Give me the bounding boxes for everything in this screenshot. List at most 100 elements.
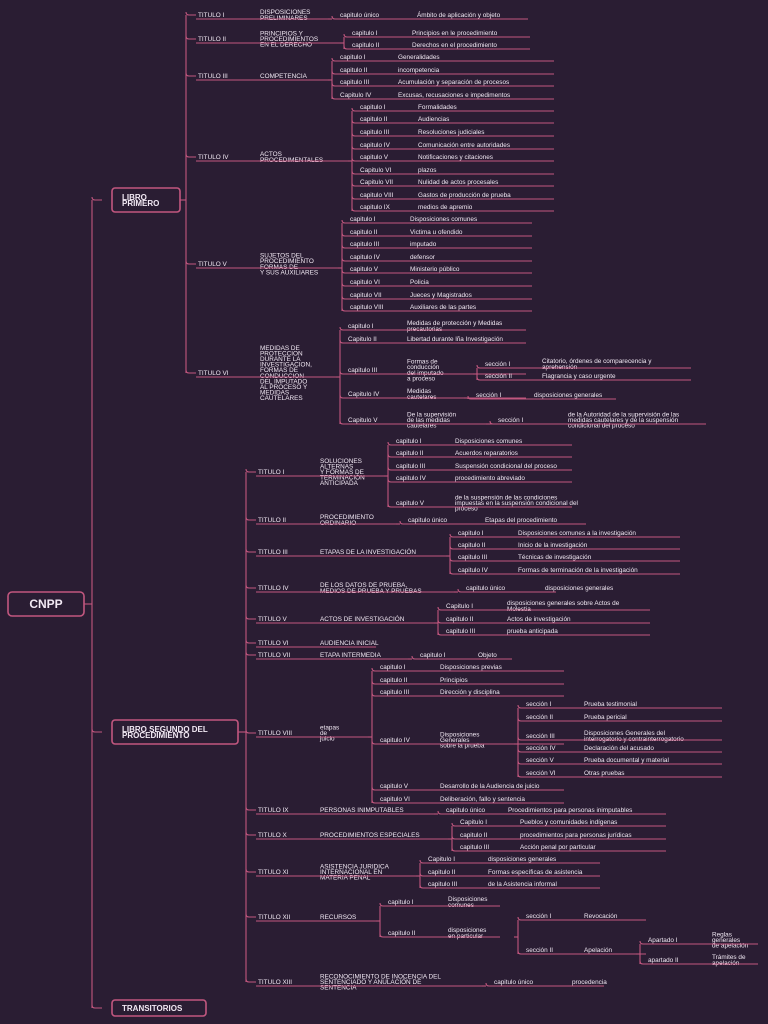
capitulo-text-1-9-0: Pueblos y comunidades indígenas xyxy=(520,819,617,826)
titulo-1-0-connector-branch-4 xyxy=(387,503,398,508)
seccion-text-0-5-2-1: Flagrancia y caso urgente xyxy=(542,373,616,380)
titulo-1-4-connector-branch-0 xyxy=(437,606,448,611)
capitulo-text-1-12-0: procedencia xyxy=(572,979,607,986)
capitulo-1-7-3-connector-branch-1 xyxy=(517,717,528,722)
capitulo-label-0-5-3: Capitulo IV xyxy=(348,391,380,398)
libro-0-connector-branch-1 xyxy=(185,35,196,40)
capitulo-label-0-4-2: capitulo III xyxy=(350,241,379,248)
capitulo-label-1-7-1: capitulo II xyxy=(380,677,408,684)
seccion-label-1-7-3-2: sección III xyxy=(526,733,555,740)
titulo-1-7-connector-branch-2 xyxy=(371,692,382,697)
titulo-label-0-2: TITULO III xyxy=(198,73,228,80)
capitulo-text-0-0-0: Ámbito de aplicación y objeto xyxy=(417,10,501,19)
capitulo-1-11-1-connector-branch-1 xyxy=(517,950,528,955)
titulo-0-1-connector-branch-0 xyxy=(343,33,354,38)
titulo-label-1-4: TITULO V xyxy=(258,616,287,623)
titulo-label-1-3: TITULO IV xyxy=(258,585,289,592)
titulo-1-10-connector-branch-0 xyxy=(419,859,430,864)
capitulo-label-0-3-4: capitulo V xyxy=(360,154,389,161)
capitulo-text-0-3-1: Audiencias xyxy=(418,116,449,123)
seccion-text-0-5-4-0: de la Autoridad de la supervisión de las… xyxy=(568,411,679,429)
titulo-0-5-connector-branch-4 xyxy=(339,420,350,425)
capitulo-label-1-2-0: capitulo I xyxy=(458,530,484,537)
titulo-1-0-connector-branch-0 xyxy=(387,441,398,446)
titulo-0-4-connector-branch-7 xyxy=(341,307,352,312)
capitulo-text-0-3-2: Resoluciones judiciales xyxy=(418,129,484,136)
titulo-label-1-9: TITULO X xyxy=(258,832,287,839)
capitulo-label-0-4-7: capitulo VIII xyxy=(350,304,384,311)
capitulo-1-7-3-connector-branch-5 xyxy=(517,773,528,778)
titulo-0-4-connector-branch-2 xyxy=(341,244,352,249)
apartado-label-1-11-1-1-0: Apartado I xyxy=(648,937,678,944)
capitulo-label-0-4-5: capitulo VI xyxy=(350,279,380,286)
capitulo-label-1-2-1: capitulo II xyxy=(458,542,486,549)
libro-2-box[interactable] xyxy=(111,999,207,1017)
libro-0-connector-branch-5 xyxy=(185,369,196,374)
capitulo-text-1-8-0: Procedimientos para personas inimputable… xyxy=(508,807,632,814)
capitulo-text-0-3-4: Notificaciones y citaciones xyxy=(418,154,493,161)
seccion-text-1-11-1-0: Revocación xyxy=(584,913,618,920)
titulo-name-1-3: DE LOS DATOS DE PRUEBA,MEDIOS DE PRUEBA … xyxy=(320,582,422,595)
libro-0-box[interactable] xyxy=(111,187,181,213)
capitulo-text-0-2-0: Generalidades xyxy=(398,54,440,61)
libro-1-box[interactable] xyxy=(111,719,239,745)
capitulo-label-0-5-1: Capitulo II xyxy=(348,336,377,343)
titulo-0-5-connector-branch-3 xyxy=(339,394,350,399)
capitulo-1-7-3-connector-branch-3 xyxy=(517,748,528,753)
capitulo-text-0-3-3: Comunicación entre autoridades xyxy=(418,142,510,149)
titulo-name-1-6: ETAPA INTERMEDIA xyxy=(320,652,382,659)
seccion-label-0-5-2-1: sección II xyxy=(485,373,512,380)
titulo-0-3-connector-branch-1 xyxy=(351,119,362,124)
libro-1-connector-branch-0 xyxy=(245,468,256,473)
capitulo-label-1-4-0: Capitulo I xyxy=(446,603,473,610)
seccion-label-0-5-3-0: sección I xyxy=(476,392,501,399)
capitulo-0-5-2-connector-branch-1 xyxy=(476,376,487,381)
seccion-text-1-7-3-3: Declaración del acusado xyxy=(584,745,654,752)
titulo-1-7-connector-branch-3 xyxy=(371,740,382,745)
titulo-label-0-3: TITULO IV xyxy=(198,154,229,161)
capitulo-label-0-4-6: capitulo VII xyxy=(350,292,382,299)
seccion-text-1-11-1-1: Apelación xyxy=(584,947,613,954)
capitulo-text-1-1-0: Etapas del procedimiento xyxy=(485,517,558,524)
capitulo-label-1-10-1: capitulo II xyxy=(428,869,456,876)
capitulo-text-1-7-1: Principios xyxy=(440,677,468,684)
capitulo-label-0-1-1: capitulo II xyxy=(352,42,380,49)
capitulo-text-0-4-1: Victima u ofendido xyxy=(410,229,463,236)
libro-1-connector-branch-9 xyxy=(245,831,256,836)
capitulo-text-1-3-0: disposiciones generales xyxy=(545,585,613,592)
titulo-0-3-connector-branch-8 xyxy=(351,207,362,212)
seccion-label-0-5-4-0: sección I xyxy=(498,417,523,424)
capitulo-label-1-2-2: capitulo III xyxy=(458,554,487,561)
titulo-0-3-connector-branch-2 xyxy=(351,132,362,137)
capitulo-label-1-9-0: Capitulo I xyxy=(460,819,487,826)
capitulo-label-1-7-5: capitulo VI xyxy=(380,796,410,803)
root-connector-branch-1 xyxy=(91,728,102,733)
capitulo-text-0-4-0: Disposiciones comunes xyxy=(410,216,477,223)
titulo-1-1-connector-branch-0 xyxy=(399,520,410,525)
root-box[interactable] xyxy=(7,591,85,617)
capitulo-text-1-6-0: Objeto xyxy=(478,652,497,659)
libro-0-connector-branch-0 xyxy=(185,11,196,16)
titulo-label-1-6: TITULO VII xyxy=(258,652,291,659)
titulo-name-1-2: ETAPAS DE LA INVESTIGACIÓN xyxy=(320,547,416,556)
capitulo-text-0-3-5: plazos xyxy=(418,167,436,174)
capitulo-label-1-4-1: capitulo II xyxy=(446,616,474,623)
titulo-0-1-connector-branch-1 xyxy=(343,45,354,50)
capitulo-text-0-4-3: defensor xyxy=(410,254,436,261)
titulo-label-0-0: TITULO I xyxy=(198,12,224,19)
titulo-label-0-5: TITULO VI xyxy=(198,370,229,377)
capitulo-text-1-0-2: Suspensión condicional del proceso xyxy=(455,463,557,470)
libro-1-connector-branch-10 xyxy=(245,868,256,873)
titulo-1-9-connector-branch-0 xyxy=(451,822,462,827)
capitulo-text-0-4-5: Policia xyxy=(410,279,429,286)
seccion-1-11-1-1-connector-branch-1 xyxy=(639,960,650,965)
titulo-label-1-11: TITULO XII xyxy=(258,914,291,921)
titulo-name-1-9: PROCEDIMIENTOS ESPECIALES xyxy=(320,832,420,839)
